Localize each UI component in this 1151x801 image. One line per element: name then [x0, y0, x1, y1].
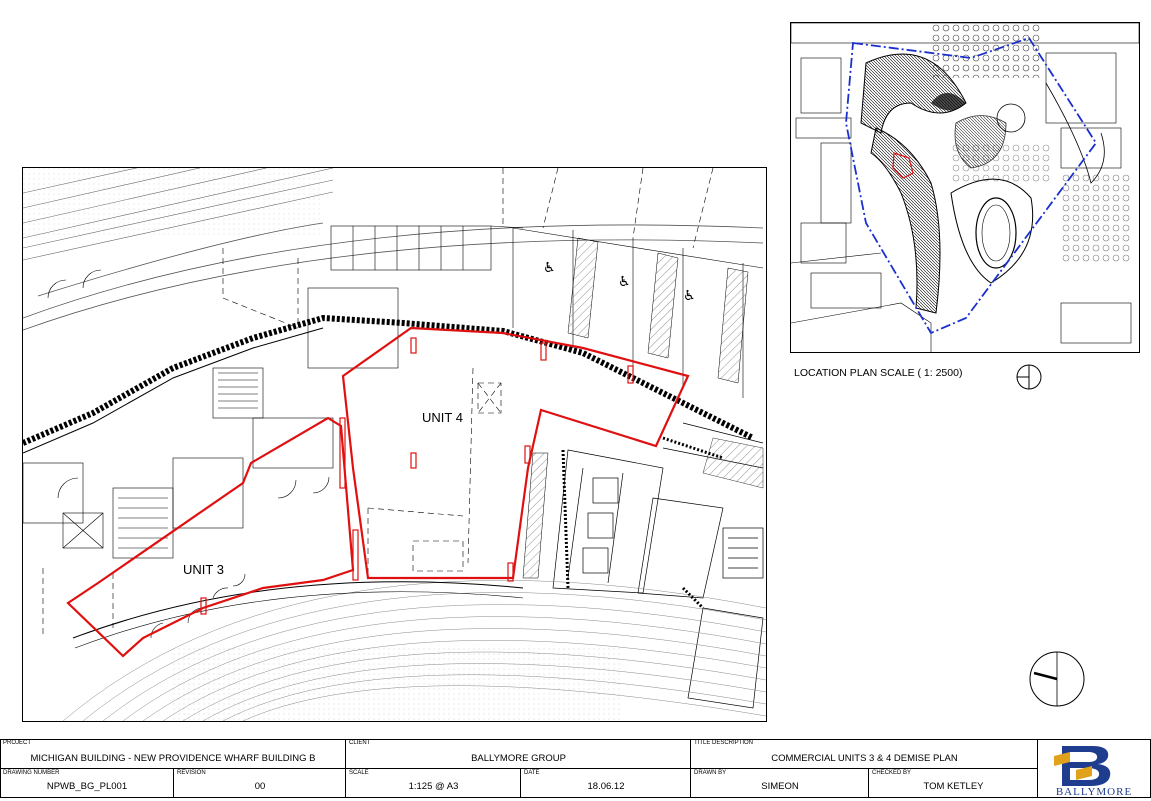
tree-area-top	[931, 23, 1041, 78]
date-value: 18.06.12	[587, 781, 625, 792]
dashed-structure-lines	[222, 168, 714, 329]
floor-plan: ♿ ♿ ♿	[22, 167, 767, 722]
checked-by-value: TOM KETLEY	[923, 781, 984, 792]
revision-value: 00	[254, 781, 266, 792]
upper-canopy	[23, 222, 764, 331]
walkway-texture	[173, 648, 623, 721]
right-wall-segments	[561, 436, 724, 610]
accessible-parking-icons: ♿ ♿ ♿	[543, 260, 696, 304]
svg-text:♿: ♿	[618, 274, 631, 290]
project-cell: PROJECT MICHIGAN BUILDING - NEW PROVIDEN…	[0, 739, 346, 768]
frontage-line	[72, 581, 524, 639]
title-block: PROJECT MICHIGAN BUILDING - NEW PROVIDEN…	[0, 739, 1151, 798]
client-value: BALLYMORE GROUP	[471, 753, 566, 764]
title-description-value: COMMERCIAL UNITS 3 & 4 DEMISE PLAN	[771, 753, 958, 764]
checked-by-label: CHECKED BY	[872, 770, 912, 776]
title-description-cell: TITLE DESCRIPTION COMMERCIAL UNITS 3 & 4…	[691, 739, 1038, 768]
revision-label: REVISION	[177, 770, 206, 776]
interior-dashed	[42, 367, 502, 638]
revision-cell: REVISION 00	[174, 769, 346, 798]
project-value: MICHIGAN BUILDING - NEW PROVIDENCE WHARF…	[30, 753, 316, 764]
building-outer-wall	[23, 314, 755, 454]
drawn-by-label: DRAWN BY	[694, 770, 727, 776]
floor-plan-drawing: ♿ ♿ ♿	[23, 168, 766, 721]
location-plan-caption: LOCATION PLAN SCALE ( 1: 2500)	[794, 367, 963, 379]
ballymore-logo: BALLYMORE	[1040, 742, 1148, 798]
site-boundary	[845, 36, 1098, 335]
drawn-by-value: SIMEON	[761, 781, 799, 792]
title-description-label: TITLE DESCRIPTION	[694, 740, 754, 746]
door-swings	[47, 269, 330, 639]
right-hatch	[522, 437, 764, 579]
svg-text:♿: ♿	[683, 288, 696, 304]
tree-area-right	[1061, 173, 1131, 263]
client-cell: CLIENT BALLYMORE GROUP	[346, 739, 691, 768]
drawing-number-value: NPWB_BG_PL001	[46, 781, 128, 792]
red-column-markers	[200, 337, 634, 615]
project-label: PROJECT	[3, 740, 32, 746]
drawing-number-cell: DRAWING NUMBER NPWB_BG_PL001	[0, 769, 174, 798]
unit3-demise	[66, 416, 355, 658]
unit3-label: UNIT 3	[183, 562, 224, 577]
location-plan	[790, 22, 1140, 353]
scale-label: SCALE	[349, 770, 369, 776]
north-arrow-icon	[1029, 651, 1085, 707]
client-label: CLIENT	[349, 740, 371, 746]
svg-text:♿: ♿	[543, 260, 556, 276]
logo-text: BALLYMORE	[1056, 786, 1132, 796]
drawing-number-label: DRAWING NUMBER	[3, 770, 60, 776]
checked-by-cell: CHECKED BY TOM KETLEY	[869, 769, 1038, 798]
location-plan-drawing	[791, 23, 1139, 352]
date-cell: DATE 18.06.12	[521, 769, 691, 798]
unit4-demise	[341, 326, 690, 580]
site-highlight	[892, 152, 914, 179]
drawn-by-cell: DRAWN BY SIMEON	[691, 769, 869, 798]
north-arrow-icon-small	[1016, 364, 1042, 390]
stair-cores	[23, 287, 399, 559]
ballymore-logo-mark: BALLYMORE	[1054, 746, 1132, 798]
scale-cell: SCALE 1:125 @ A3	[346, 769, 521, 798]
unit4-label: UNIT 4	[422, 410, 463, 425]
parking-bays	[330, 225, 764, 398]
date-label: DATE	[524, 770, 540, 776]
parking-hatch-strips	[567, 237, 749, 384]
frontage-line-inner	[74, 591, 524, 649]
railway-texture	[23, 168, 323, 238]
scale-value: 1:125 @ A3	[408, 781, 459, 792]
site-building	[860, 53, 1105, 314]
